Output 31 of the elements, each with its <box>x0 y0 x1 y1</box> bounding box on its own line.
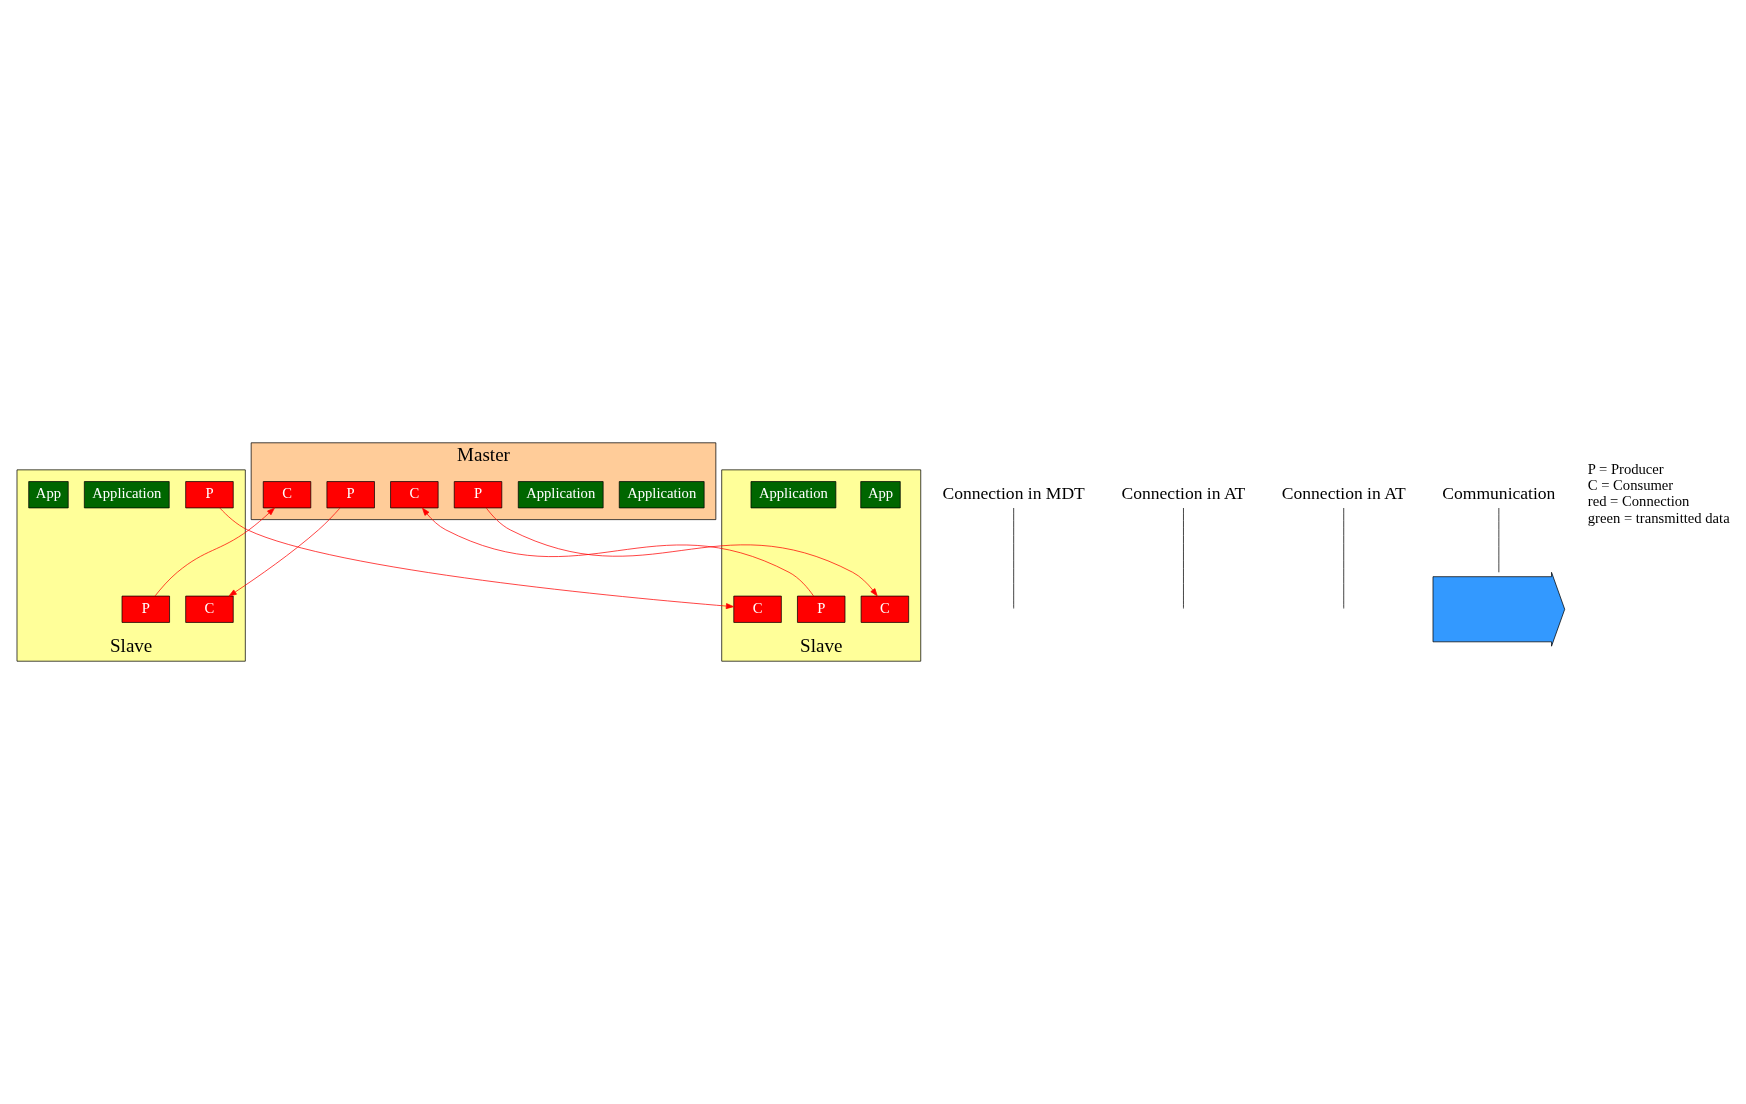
node-box: App <box>28 481 69 509</box>
node-box: P <box>453 481 503 509</box>
node-box: C <box>860 595 910 623</box>
node-box: Application <box>618 481 705 509</box>
label: C = Consumer <box>1587 477 1674 494</box>
node-box: Application <box>83 481 170 509</box>
arrow <box>154 507 275 597</box>
node-arrow <box>1432 571 1566 647</box>
node-box: C <box>262 481 312 509</box>
node-box: P <box>326 481 375 509</box>
arrow <box>219 507 734 609</box>
arrow <box>422 507 814 597</box>
label: green = transmitted data <box>1587 509 1730 526</box>
arrow <box>485 507 878 597</box>
arrow <box>228 507 341 597</box>
connector <box>1183 507 1184 609</box>
node-text: Connection in AT <box>1281 483 1406 504</box>
node-text: Communication <box>1442 483 1556 504</box>
node-box: P <box>185 481 234 509</box>
node-box: App <box>860 481 901 509</box>
node-box: Application <box>517 481 604 509</box>
label: P = Producer <box>1587 461 1664 478</box>
node-box: P <box>797 595 846 623</box>
node-box: P <box>121 595 170 623</box>
label: red = Connection <box>1587 493 1690 510</box>
node-box: C <box>185 595 234 623</box>
node-text: Connection in MDT <box>942 483 1085 504</box>
node-box: Application <box>750 481 837 509</box>
node-box: C <box>733 595 782 623</box>
node-box: C <box>390 481 439 509</box>
node-text: Connection in AT <box>1121 483 1246 504</box>
